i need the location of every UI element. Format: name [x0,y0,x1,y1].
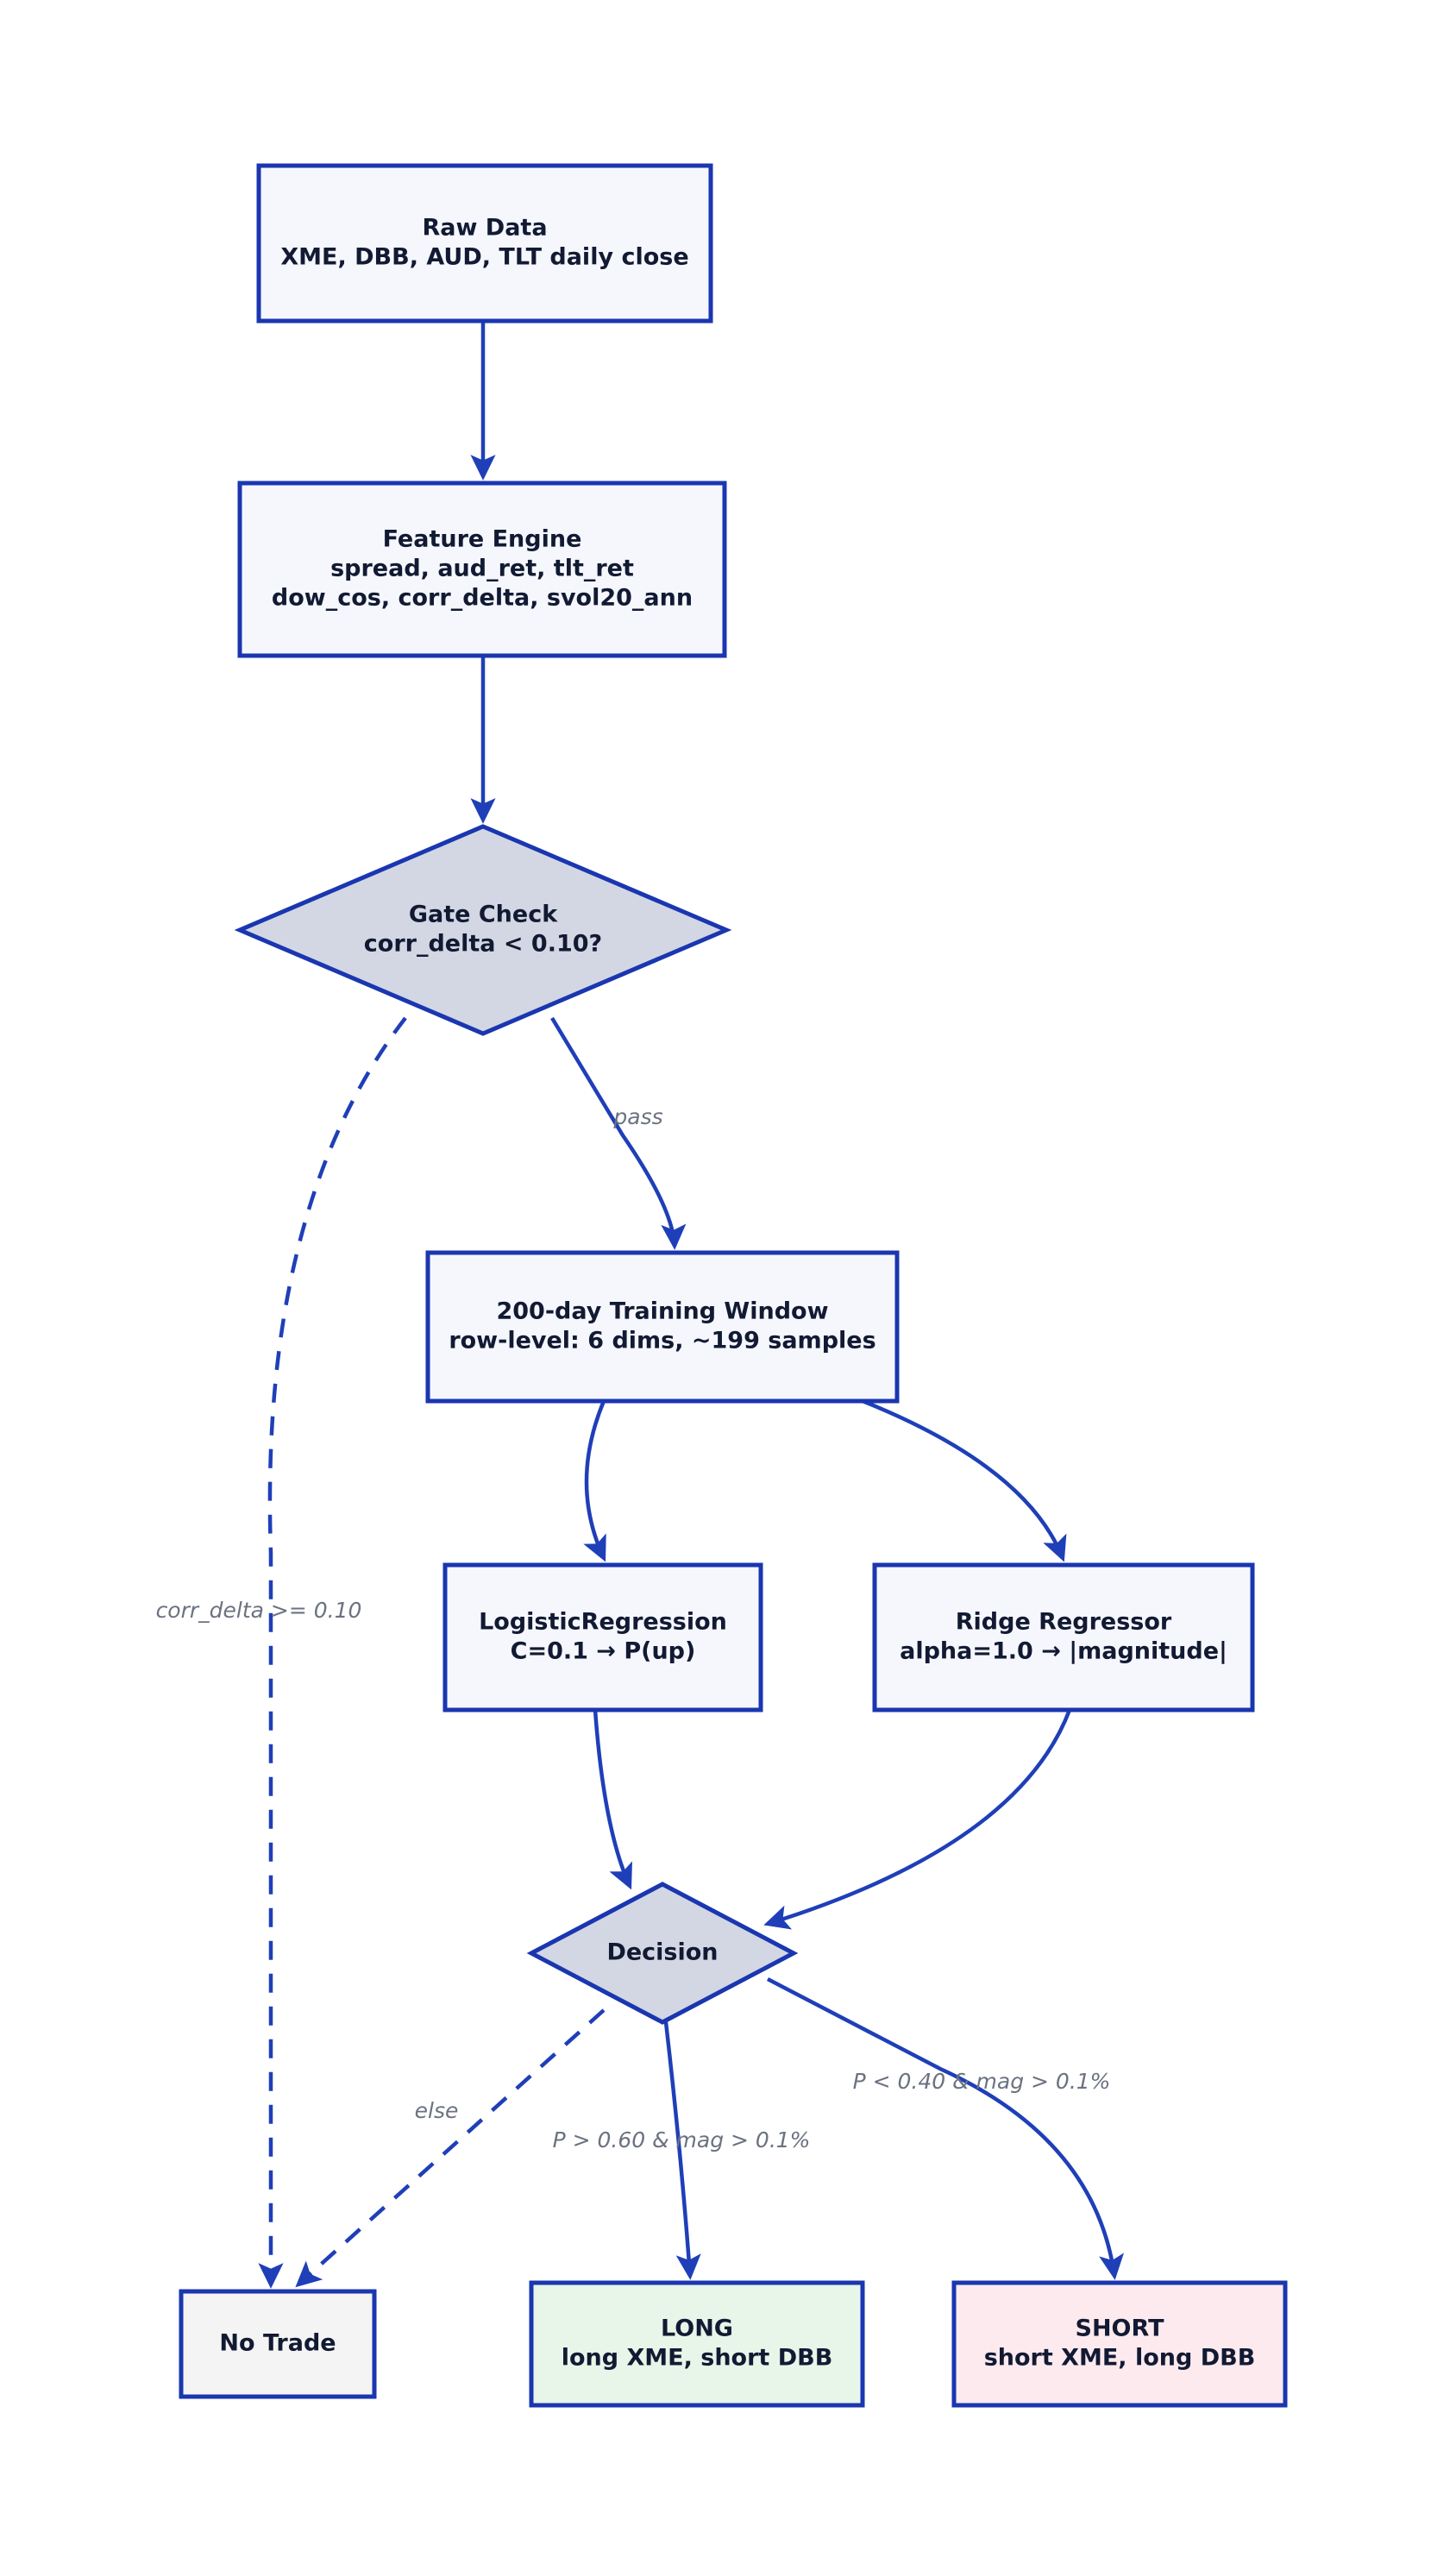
node-short[interactable]: SHORT short XME, long DBB [951,2280,1288,2408]
node-decision[interactable]: Decision [526,1882,799,2025]
node-shape-ridge-regressor [872,1562,1255,1712]
edges-layer [258,321,1125,2289]
node-label-no-trade-line-0: No Trade [219,2330,336,2357]
node-label-ridge-regressor-line-1: alpha=1.0 → |magnitude| [900,1638,1227,1665]
node-label-feature-engine-line-2: dow_cos, corr_delta, svol20_ann [272,585,693,612]
node-label-feature-engine-line-0: Feature Engine [383,526,582,553]
edge-decision-to-long [663,2021,701,2280]
node-label-long-line-1: long XME, short DBB [562,2345,833,2372]
node-long[interactable]: LONG long XME, short DBB [529,2280,865,2408]
node-feature-engine[interactable]: Feature Engine spread, aud_ret, tlt_retdo… [237,481,727,658]
node-label-ridge-regressor-line-0: Ridge Regressor [956,1609,1172,1636]
node-label-long-line-0: LONG [661,2316,733,2342]
node-shape-logistic-regression [442,1562,763,1712]
node-label-logistic-regression-line-0: LogisticRegression [479,1609,727,1636]
edge-label-gate-to-training: pass [612,1104,662,1129]
node-label-feature-engine-line-1: spread, aud_ret, tlt_ret [330,556,634,582]
edge-gate-to-training [550,1016,687,1250]
node-training-window[interactable]: 200-day Training Window row-level: 6 dims… [425,1250,900,1404]
edge-label-decision-to-notrade: else [415,2098,459,2123]
node-label-logistic-regression-line-1: C=0.1 → P(up) [511,1638,696,1665]
node-shape-short [951,2280,1288,2408]
node-label-gate-check-line-1: corr_delta < 0.10? [364,931,602,958]
edge-logistic-to-decision [593,1709,633,1890]
edge-training-to-ridge [862,1398,1067,1562]
edge-label-decision-to-long: P > 0.60 & mag > 0.1% [553,2127,811,2152]
node-label-short-line-1: short XME, long DBB [984,2345,1256,2372]
node-shape-long [529,2280,865,2408]
edge-decision-to-short [766,1977,1125,2280]
node-no-trade[interactable]: No Trade [179,2289,377,2399]
node-label-training-window-line-1: row-level: 6 dims, ~199 samples [449,1328,875,1354]
node-label-raw-data-line-1: XME, DBB, AUD, TLT daily close [280,244,688,271]
edge-label-gate-to-notrade: corr_delta >= 0.10 [156,1598,362,1623]
node-label-training-window-line-0: 200-day Training Window [496,1298,828,1325]
node-shape-gate-check [234,824,732,1036]
node-shape-raw-data [256,163,713,324]
edge-labels-layer: pass corr_delta >= 0.10 else P > 0.60 & mag… [156,1104,1111,2152]
edge-label-decision-to-short: P < 0.40 & mag > 0.1% [853,2069,1111,2094]
node-label-short-line-0: SHORT [1076,2316,1165,2342]
node-shape-feature-engine [237,481,727,658]
edge-decision-to-notrade [295,2008,606,2288]
edge-training-to-logistic [583,1400,606,1562]
node-shape-no-trade [179,2289,377,2399]
edge-ridge-to-decision [763,1709,1072,1930]
node-shape-decision [526,1882,799,2025]
edge-gate-to-notrade [258,1016,407,2289]
node-label-decision-line-0: Decision [606,1939,718,1966]
node-gate-check[interactable]: Gate Check corr_delta < 0.10? [234,824,732,1036]
node-label-raw-data-line-0: Raw Data [422,215,547,242]
node-label-gate-check-line-0: Gate Check [409,902,558,928]
node-shape-training-window [425,1250,900,1404]
